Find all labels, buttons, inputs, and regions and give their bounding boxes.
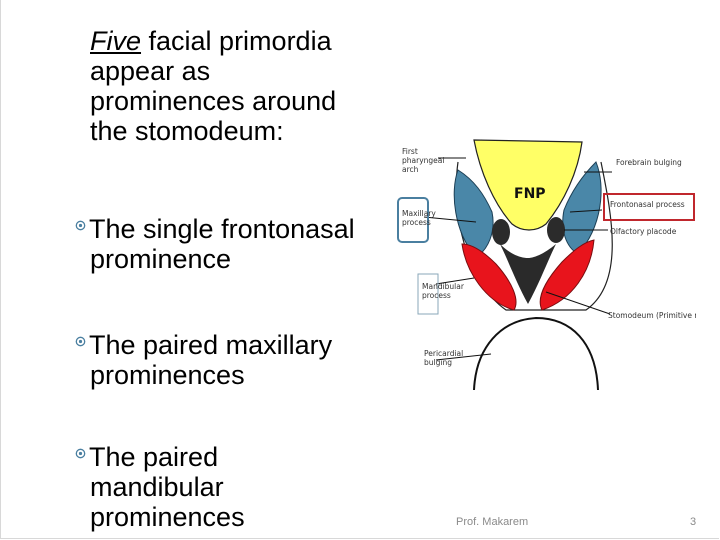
- bullet-icon: [75, 336, 86, 347]
- label-stomodeum: Stomodeum (Primitive mouth): [608, 311, 696, 320]
- footer-author: Prof. Makarem: [456, 516, 529, 528]
- label-first-arch-1: First: [402, 147, 418, 156]
- bullet-icon: [75, 448, 86, 459]
- intro-emphasis: Five: [90, 26, 142, 56]
- fnp-label: FNP: [514, 186, 546, 202]
- label-maxillary-1: Maxillary: [402, 209, 436, 218]
- maxillary-prominence-right: [562, 161, 602, 255]
- maxillary-highlight-box: [397, 197, 429, 243]
- label-first-arch-2: pharyngeal: [402, 156, 444, 165]
- bullet-maxillary: The paired maxillary prominences: [75, 330, 395, 390]
- intro-line-2: appear as: [90, 56, 211, 86]
- olfactory-placode-left: [492, 219, 510, 245]
- bullet-maxillary-line-1: The paired maxillary: [89, 330, 333, 360]
- mandibular-prominence-left: [461, 243, 517, 311]
- maxillary-prominence-left: [453, 169, 494, 258]
- bullet-frontonasal: The single frontonasal prominence: [75, 214, 395, 274]
- label-pericardial-1: Pericardial: [424, 349, 463, 358]
- intro-line-4: the stomodeum:: [90, 116, 284, 146]
- mandibular-prominence-right: [539, 239, 595, 311]
- label-olfactory: Olfactory placode: [610, 227, 677, 236]
- label-maxillary-2: process: [402, 218, 431, 227]
- label-forebrain: Forebrain bulging: [616, 158, 682, 167]
- frontonasal-prominence: [473, 139, 583, 231]
- bullet-maxillary-line-2: prominences: [90, 360, 245, 390]
- olfactory-placode-right: [547, 217, 565, 243]
- label-frontonasal: Frontonasal process: [610, 200, 685, 209]
- intro-line-3: prominences around: [90, 86, 337, 116]
- pericardial-outline: [473, 316, 599, 391]
- label-mandibular-2: process: [422, 291, 451, 300]
- frontonasal-highlight-box: [603, 193, 695, 221]
- bullet-frontonasal-line-2: prominence: [90, 244, 232, 274]
- intro-line-1-rest: facial primordia: [141, 26, 332, 56]
- slide-number: 3: [690, 516, 697, 528]
- bullet-mandibular: The paired mandibular prominences: [75, 442, 395, 532]
- facial-primordia-diagram: FNP First pharyngeal arch Maxillary proc…: [397, 139, 696, 391]
- stomodeum: [500, 244, 556, 304]
- bullet-mandibular-line-1: The paired: [89, 442, 219, 472]
- intro-paragraph: Five facial primordia appear as prominen…: [90, 26, 390, 146]
- label-mandibular-1: Mandibular: [422, 282, 465, 291]
- bullet-icon: [75, 220, 86, 231]
- bullet-mandibular-line-2: mandibular: [90, 472, 224, 502]
- label-pericardial-2: bulging: [424, 358, 452, 367]
- label-first-arch-3: arch: [402, 165, 419, 174]
- intro-line-1: Five facial primordia: [90, 26, 332, 56]
- bullet-mandibular-line-3: prominences: [90, 502, 245, 532]
- mandibular-highlight-box: [417, 273, 439, 315]
- bullet-frontonasal-line-1: The single frontonasal: [89, 214, 355, 244]
